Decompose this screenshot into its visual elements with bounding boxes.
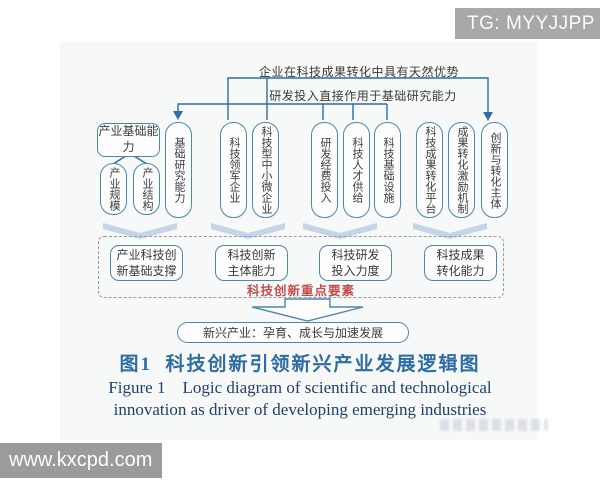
- summary-box-rd-input-intensity: 科技研发 投入力度: [319, 245, 392, 281]
- box-small-medium-tech-enterprises: 科技型中小微企业: [252, 122, 279, 218]
- summary-box-line: 科技成果: [436, 247, 485, 262]
- figure-caption-english-line2: innovation as driver of developing emerg…: [113, 400, 487, 419]
- annotation-rd-input: 研发投入直接作用于基础研究能力: [269, 89, 457, 103]
- box-rd-funding-input: 研发经费投入: [311, 122, 338, 218]
- summary-box-line: 转化能力: [436, 264, 485, 278]
- box-industry-base-capability: 产业基础能力: [97, 123, 160, 157]
- summary-box-line: 主体能力: [227, 264, 276, 278]
- box-leading-tech-enterprises: 科技领军企业: [220, 122, 247, 218]
- box-tech-infrastructure: 科技基础设施: [374, 122, 401, 218]
- outcome-box-emerging-industries: 新兴产业：孕育、成长与加速发展: [177, 322, 409, 343]
- dashed-summary-container: [98, 236, 504, 298]
- box-transfer-incentive-mechanism: 成果转化激励机制: [448, 122, 475, 218]
- summary-box-line: 科技创新: [227, 247, 276, 262]
- summary-box-line: 投入力度: [331, 264, 380, 278]
- figure-caption-english-line1: Figure 1 Logic diagram of scientific and…: [108, 378, 492, 397]
- summary-box-innovation-subject-capability: 科技创新 主体能力: [215, 245, 288, 281]
- summary-box-line: 新基础支撑: [116, 264, 177, 278]
- summary-box-transfer-capability: 科技成果 转化能力: [424, 245, 497, 281]
- key-factors-label: 科技创新重点要素: [246, 284, 355, 298]
- summary-box-line: 科技研发: [331, 247, 380, 262]
- box-basic-research-capability: 基础研究能力: [165, 122, 192, 218]
- box-industry-scale: 产业规模: [100, 163, 127, 215]
- figure-caption-chinese: 图1 科技创新引领新兴产业发展逻辑图: [119, 354, 481, 375]
- box-achievement-transfer-platform: 科技成果转化平台: [416, 122, 443, 218]
- tg-watermark-badge: TG: MYYJJPP: [455, 8, 600, 39]
- box-industry-structure: 产业结构: [133, 163, 160, 215]
- box-innovation-transfer-subject: 创新与转化主体: [481, 122, 508, 218]
- faint-photo-watermark: [440, 419, 548, 431]
- site-watermark-bar: www.kxcpd.com: [0, 443, 162, 478]
- summary-box-line: 产业科技创: [116, 247, 177, 262]
- summary-box-industry-support: 产业科技创 新基础支撑: [110, 245, 183, 281]
- annotation-enterprise-advantage: 企业在科技成果转化中具有天然优势: [258, 65, 459, 79]
- box-tech-talent-supply: 科技人才供给: [343, 122, 370, 218]
